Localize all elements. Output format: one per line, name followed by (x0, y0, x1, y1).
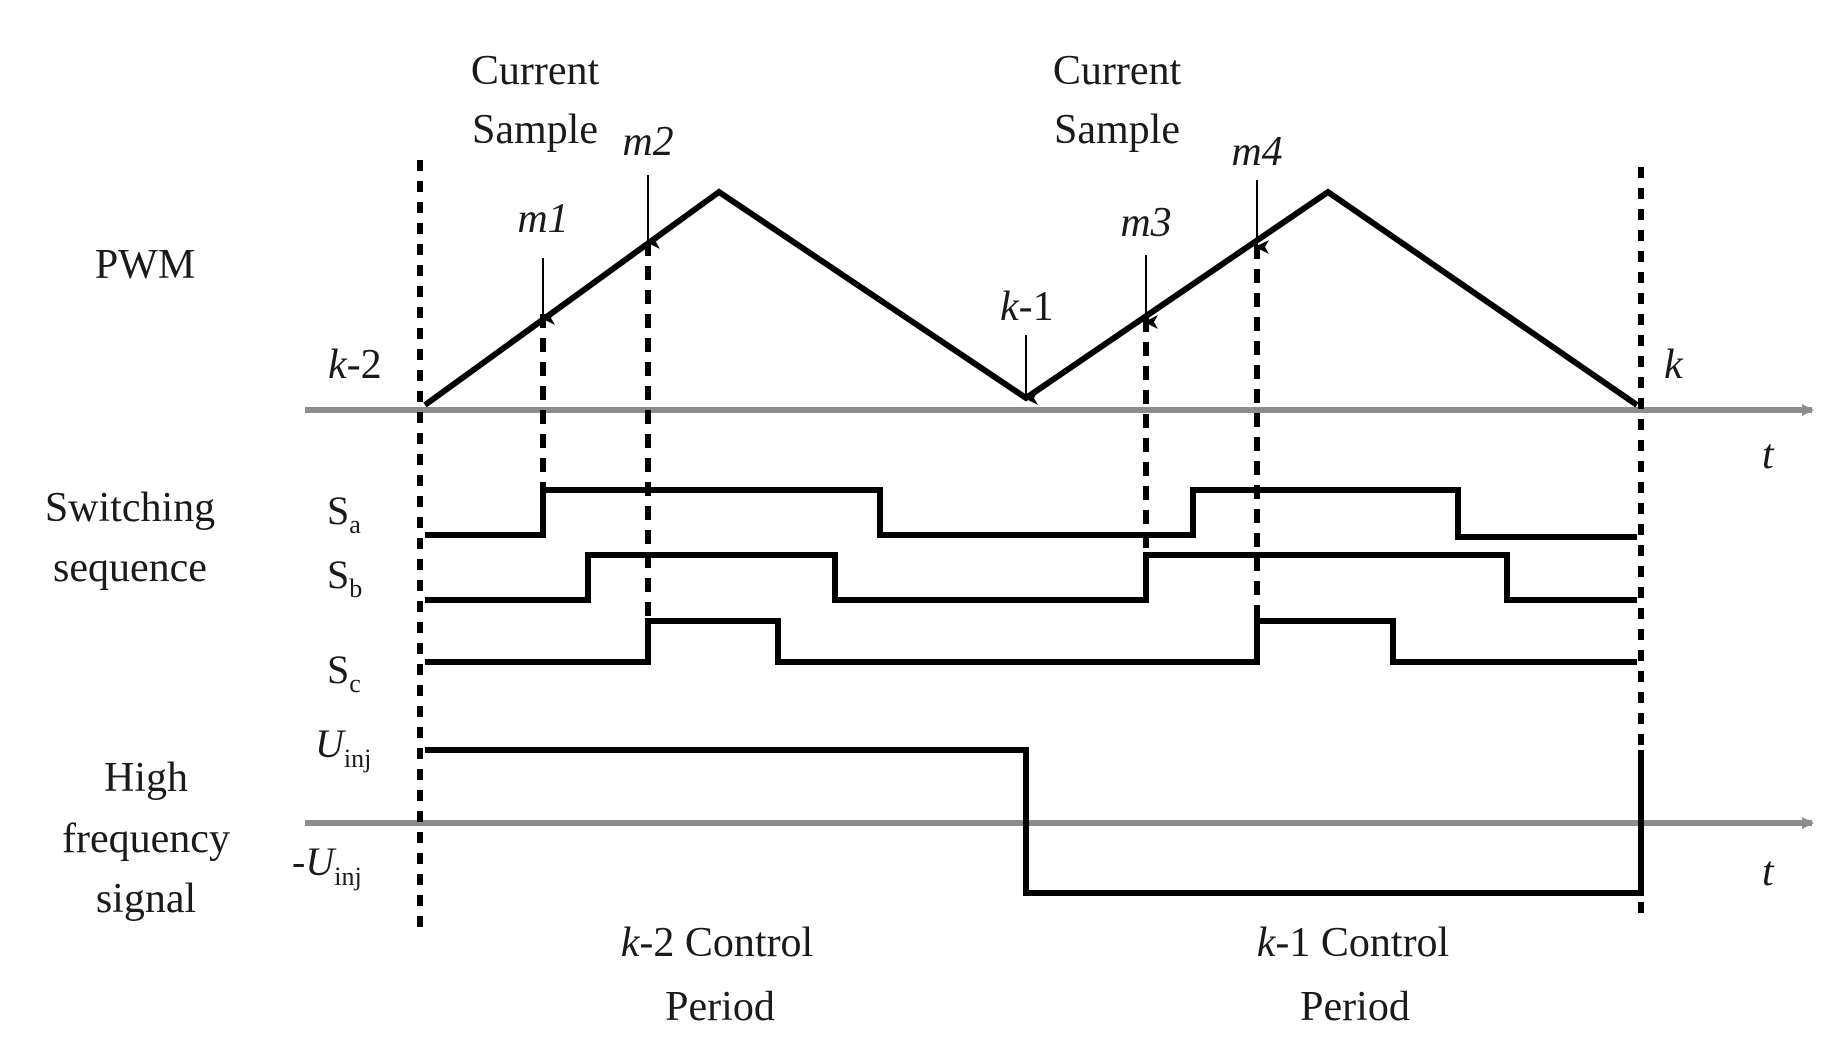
switching-signal-sb (425, 552, 1637, 603)
period-label-k-2-line2: Period (665, 984, 775, 1030)
row-label-switching-line1: Switching (45, 485, 215, 531)
period-label-k-2-line1: k-2 Control (621, 920, 813, 966)
current-sample-label-2-line1: Current (1053, 48, 1182, 94)
label-m4: m4 (1231, 129, 1282, 175)
pwm-axis-t-label: t (1762, 432, 1775, 478)
current-sample-label-1-line1: Current (471, 48, 600, 94)
row-label-switching-line2: sequence (53, 545, 207, 591)
row-label-hf-line1: High (104, 755, 188, 801)
label-u-inj: Uinj (315, 721, 371, 773)
hf-axis-t-label: t (1762, 849, 1775, 895)
row-label-pwm: PWM (95, 242, 195, 288)
label-m3: m3 (1120, 200, 1171, 246)
current-sample-label-2-line2: Sample (1054, 107, 1180, 153)
label-sb: Sb (327, 552, 362, 603)
label-k-minus-2: k-2 (328, 342, 382, 388)
label-m2: m2 (622, 119, 673, 165)
label-neg-u-inj: -Uinj (292, 839, 362, 891)
label-sa: Sa (327, 488, 361, 539)
label-sc: Sc (327, 647, 361, 698)
switching-signal-sc (425, 618, 1637, 665)
period-label-k-1-line2: Period (1300, 984, 1410, 1030)
switching-signal-sa (425, 487, 1637, 540)
label-m1: m1 (517, 196, 568, 242)
row-label-hf-line2: frequency (62, 816, 230, 862)
period-label-k-1-line1: k-1 Control (1257, 920, 1449, 966)
current-sample-label-1-line2: Sample (472, 107, 598, 153)
label-k-minus-1: k-1 (1000, 284, 1054, 330)
label-k: k (1664, 342, 1684, 388)
row-label-hf-line3: signal (96, 876, 196, 922)
hf-injection-signal (425, 747, 1644, 896)
